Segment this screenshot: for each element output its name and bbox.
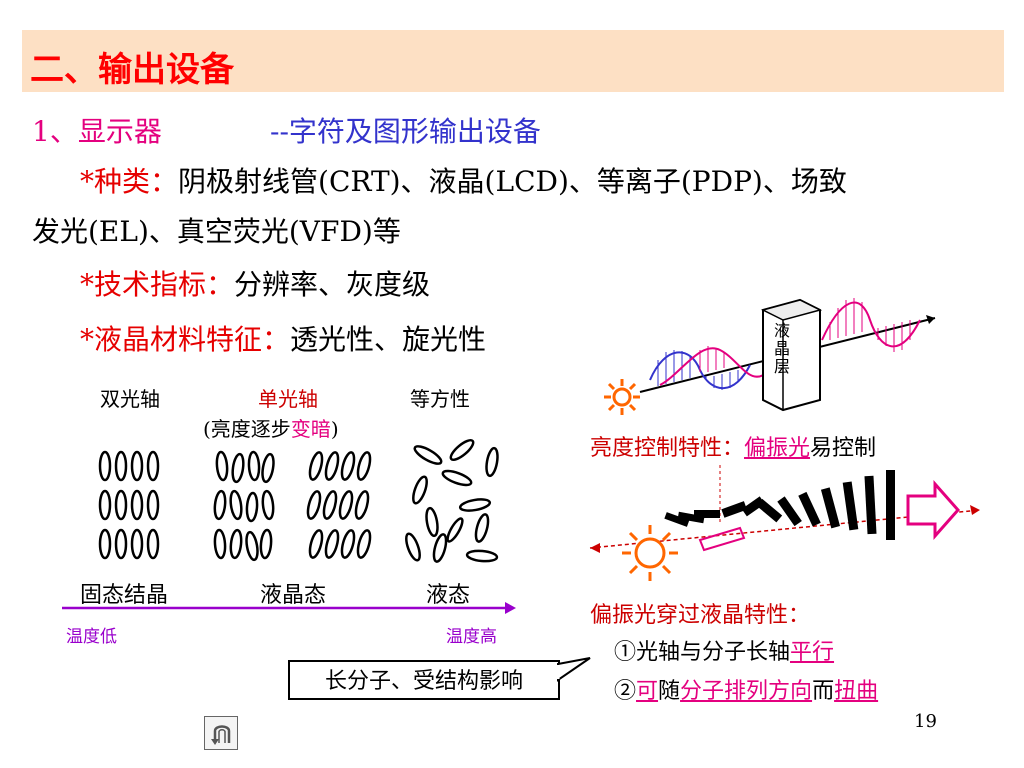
- tech-text: 分辨率、灰度级: [234, 268, 431, 301]
- solid-crystal-molecules: [98, 450, 160, 560]
- uniaxial-note-emph: 变暗: [290, 417, 331, 441]
- material-label: *液晶材料特征：: [80, 323, 291, 356]
- polarization-heading: 偏振光穿过液晶特性：: [590, 603, 811, 628]
- brightness-label: 亮度控制特性：: [590, 436, 745, 461]
- item1-prefix: ①光轴与分子长轴: [614, 640, 791, 665]
- lc-layer-label: 液 晶 层: [773, 321, 790, 376]
- page-number: 19: [914, 711, 937, 732]
- uniaxial-note-close: ): [330, 417, 339, 441]
- tech-label: *技术指标：: [80, 268, 235, 301]
- liquid-label: 液态: [426, 583, 471, 608]
- smectic-molecules: [306, 451, 372, 559]
- uniaxial-note-open: (亮度逐步: [203, 417, 291, 441]
- isotropic-label: 等方性: [410, 387, 470, 411]
- item2-link1: 可: [636, 679, 659, 704]
- types-label: *种类：: [80, 165, 179, 198]
- title-bar: [22, 30, 1004, 92]
- material-text: 透光性、旋光性: [290, 323, 487, 356]
- sun-icon: [622, 525, 678, 581]
- uniaxial-label: 单光轴: [258, 387, 318, 411]
- brightness-tail: 易控制: [810, 436, 877, 461]
- lc-layer-box: [760, 298, 823, 412]
- temp-high-label: 温度高: [446, 627, 497, 647]
- biaxial-label: 双光轴: [100, 387, 160, 411]
- hollow-arrow-icon: [906, 480, 961, 540]
- item2-mid2: 而: [812, 679, 835, 704]
- section-subtitle: --字符及图形输出设备: [270, 115, 541, 148]
- section-number: 1、显示器: [32, 115, 162, 148]
- item1-link: 平行: [790, 640, 835, 665]
- item2-link2: 分子排列方向: [680, 679, 813, 704]
- brightness-link: 偏振光: [744, 436, 811, 461]
- solid-label: 固态结晶: [80, 583, 169, 608]
- page-title: 二、输出设备: [30, 50, 234, 90]
- callout-box: 长分子、受结构影响: [288, 660, 560, 700]
- liquid-molecules: [405, 438, 499, 563]
- sun-icon: [604, 379, 640, 415]
- nematic-molecules: [213, 450, 275, 562]
- return-nav-icon[interactable]: [204, 716, 238, 750]
- temp-low-label: 温度低: [66, 627, 117, 647]
- lc-state-label: 液晶态: [260, 583, 327, 608]
- types-text-2: 发光(EL)、真空荧光(VFD)等: [32, 215, 401, 248]
- item2-mid: 随: [658, 679, 681, 704]
- types-text: 阴极射线管(CRT)、液晶(LCD)、等离子(PDP)、场致: [178, 165, 847, 198]
- item2-prefix: ②: [614, 679, 637, 704]
- item2-link3: 扭曲: [834, 679, 879, 704]
- callout-pointer: [556, 657, 591, 682]
